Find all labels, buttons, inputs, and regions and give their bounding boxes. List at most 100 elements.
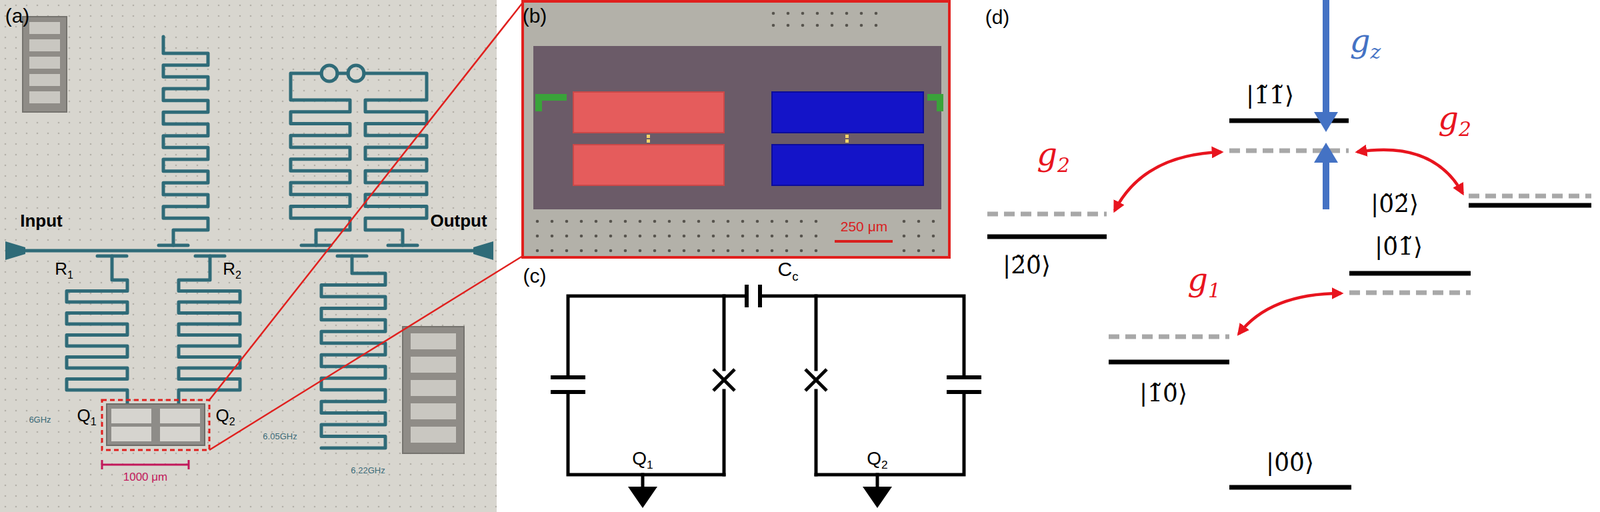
state-label: |1̃0̃⟩	[1139, 379, 1188, 407]
qubit-label: Q2	[866, 448, 888, 470]
state-label: |0̃2̃⟩	[1370, 190, 1419, 218]
subscript-text: 1	[67, 268, 74, 281]
resonator-meander	[290, 73, 350, 246]
subscript-text: 2	[881, 458, 888, 472]
bare-level	[1349, 290, 1471, 296]
energy-level	[1349, 271, 1471, 276]
alignment-dot	[550, 220, 554, 224]
alignment-dot	[697, 234, 701, 238]
subscript-text: 1	[646, 458, 654, 472]
coupling-arrow	[1114, 150, 1463, 334]
state-label: |2̃0̃⟩	[1002, 251, 1051, 279]
capacitor-symbol	[758, 284, 762, 308]
alignment-dot	[932, 249, 936, 253]
alignment-dot	[756, 220, 760, 224]
alignment-dot	[668, 220, 672, 224]
alignment-dot	[814, 249, 818, 253]
alignment-dot	[786, 12, 790, 16]
circuit-wire	[814, 296, 818, 370]
alignment-dot	[800, 249, 804, 253]
resonator-label: R1	[54, 259, 74, 280]
alignment-dot	[653, 220, 657, 224]
micrograph	[845, 134, 849, 138]
alignment-dot	[814, 234, 818, 238]
qubit-pair	[160, 426, 200, 442]
chip-photo	[22, 16, 67, 112]
scale-bar	[188, 460, 190, 470]
energy-level	[1229, 485, 1352, 490]
micrograph	[834, 240, 893, 243]
frequency-label: 6.22GHz	[350, 466, 385, 476]
alignment-dot	[801, 24, 805, 28]
alignment-dot	[580, 249, 584, 253]
energy-level	[1468, 203, 1592, 208]
chip-photo	[0, 0, 497, 512]
capacitor-symbol	[550, 390, 586, 394]
symbol-text: Q	[632, 448, 647, 469]
alignment-dot	[682, 220, 686, 224]
alignment-dot	[830, 12, 834, 16]
alignment-dot	[917, 249, 921, 253]
alignment-dot	[845, 12, 849, 16]
qubit-pair	[111, 426, 152, 442]
circuit-wire	[816, 392, 964, 475]
chip-photo	[29, 22, 60, 34]
chip-photo	[410, 380, 456, 396]
capacitor-symbol	[946, 390, 982, 394]
resonator-wiring	[25, 249, 474, 253]
alignment-dot	[785, 234, 789, 238]
alignment-dot	[653, 234, 657, 238]
chip-photo	[29, 74, 60, 86]
subscript-text: 2	[1057, 154, 1070, 178]
alignment-dot	[902, 249, 906, 253]
alignment-dot	[800, 220, 804, 224]
alignment-dot	[902, 234, 906, 238]
zoom-line	[209, 2, 523, 450]
chip-photo	[29, 91, 60, 104]
qubit-pair	[102, 400, 210, 450]
micrograph	[573, 144, 724, 186]
scale-bar	[101, 460, 104, 470]
alignment-dot	[668, 249, 672, 253]
micrograph	[522, 1, 950, 258]
alignment-dot	[902, 220, 906, 224]
junction-symbol	[713, 369, 827, 391]
chip-photo	[410, 333, 456, 350]
alignment-dot	[565, 234, 569, 238]
resonator-wiring	[25, 36, 474, 448]
capacitor-symbol	[550, 375, 586, 380]
qubit-pair	[106, 404, 205, 446]
alignment-dot	[624, 220, 628, 224]
alignment-dot	[697, 249, 701, 253]
alignment-dot	[741, 234, 745, 238]
alignment-dot	[580, 220, 584, 224]
symbol-text: Q	[76, 405, 90, 426]
junction-symbol	[713, 369, 735, 391]
alignment-dot	[536, 249, 540, 253]
alignment-dot	[770, 234, 774, 238]
alignment-dot	[594, 249, 598, 253]
frequency-label: 6.05GHz	[262, 432, 297, 442]
capacitor-symbol	[550, 284, 982, 392]
ground-symbol	[628, 486, 892, 508]
resonator-label: R2	[222, 259, 242, 280]
port-pad	[5, 241, 26, 260]
symbol-text: g	[1350, 22, 1371, 60]
alignment-dot	[801, 12, 805, 16]
symbol-text: C	[778, 258, 793, 280]
circuit-wire	[568, 296, 747, 378]
micrograph	[845, 139, 849, 143]
alignment-dot	[580, 234, 584, 238]
coupling-label: g2	[1438, 100, 1472, 137]
alignment-dot	[565, 249, 569, 253]
resonator-wiring	[348, 65, 364, 82]
zoom-line	[209, 2, 523, 400]
micrograph	[533, 46, 942, 210]
alignment-dot	[770, 249, 774, 253]
micrograph	[535, 94, 542, 112]
alignment-dot	[638, 234, 642, 238]
alignment-dot	[830, 24, 834, 28]
symbol-text: g	[1438, 99, 1459, 137]
resonator-meander	[321, 256, 386, 448]
